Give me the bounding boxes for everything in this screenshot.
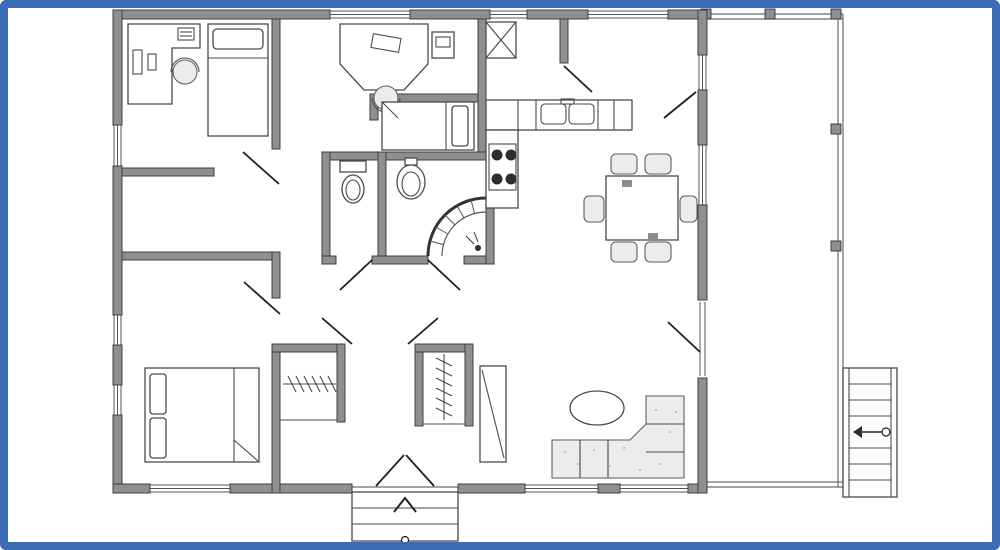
- entry-direction-arrow: [393, 496, 417, 513]
- kitchen-furniture: [485, 21, 633, 209]
- office-desk: [339, 23, 429, 91]
- alcove-pillow: [451, 105, 469, 147]
- coffee-table: [569, 390, 625, 426]
- keyboard: [147, 53, 157, 71]
- pillow: [149, 417, 167, 459]
- dining-furniture: [583, 153, 698, 263]
- dining-table: [605, 175, 679, 241]
- corner-desk: [127, 23, 201, 105]
- entry-steps: [351, 486, 459, 545]
- kitchen-counter-2: [485, 129, 519, 209]
- wardrobe-1: [280, 375, 337, 421]
- papers: [177, 27, 195, 41]
- monitor: [132, 49, 143, 75]
- dining-chair: [610, 241, 638, 263]
- dining-chair: [644, 241, 672, 263]
- washbasin-fixture: [396, 157, 426, 200]
- terrace-stairs: [842, 367, 898, 498]
- office-monitor: [370, 33, 402, 53]
- corner-sofa: [551, 395, 685, 479]
- kitchen-sink: [540, 103, 567, 125]
- stairs-direction-arrow: [853, 426, 891, 438]
- bedroom-furniture: [144, 367, 260, 463]
- toilet-fixture: [339, 160, 367, 204]
- door-leaves: [242, 65, 701, 487]
- windows: [113, 10, 707, 493]
- faucet: [560, 98, 575, 105]
- alcove-furniture: [381, 101, 475, 151]
- stove: [488, 143, 517, 191]
- bathroom-fixtures: [339, 157, 487, 257]
- kitchen-counter: [485, 99, 633, 131]
- dining-chair: [644, 153, 672, 175]
- dining-chair: [583, 195, 605, 223]
- study-room-furniture: [127, 23, 269, 137]
- printer-table: [431, 31, 455, 59]
- walls: [112, 9, 708, 494]
- corner-shower: [426, 196, 487, 257]
- office-furniture: [339, 23, 455, 113]
- dining-chair: [679, 195, 698, 223]
- living-room-furniture: [479, 365, 685, 479]
- wardrobe-2: [423, 354, 465, 425]
- desk-chair: [172, 59, 198, 85]
- pillow: [212, 28, 264, 50]
- dining-chair: [610, 153, 638, 175]
- pillow: [149, 373, 167, 415]
